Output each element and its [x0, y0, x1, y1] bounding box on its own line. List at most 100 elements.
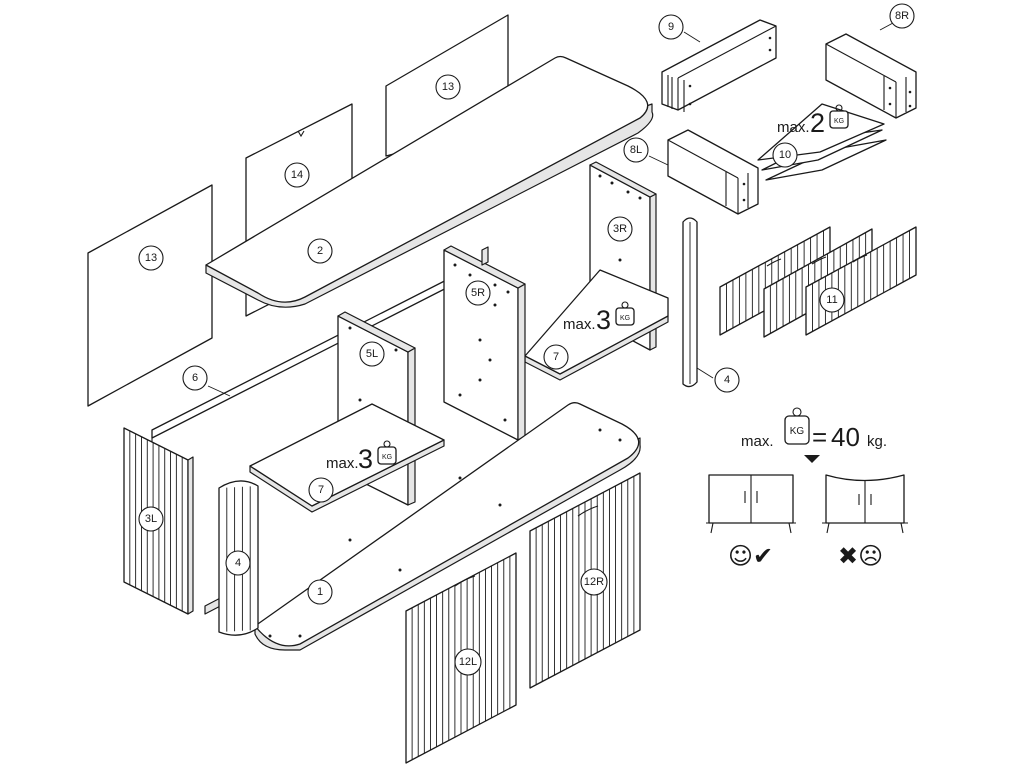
svg-text:kg.: kg.	[867, 433, 887, 450]
shelf-7-left	[249, 403, 445, 513]
svg-text:40: 40	[831, 422, 860, 452]
callout-leader-line	[207, 385, 231, 397]
part-number-label: 7	[318, 484, 324, 496]
part-number-label: 11	[826, 294, 837, 306]
drawer-side-8R	[825, 33, 917, 119]
callout-circle	[543, 344, 569, 370]
callout-circle	[138, 245, 164, 271]
callout-circle	[714, 367, 740, 393]
part-number-label: 8R	[895, 10, 909, 22]
callout-circle	[284, 162, 310, 188]
callout-p4a: 4	[225, 550, 251, 576]
part-number-label: 12R	[584, 576, 604, 588]
part-number-label: 3L	[145, 513, 157, 525]
callout-p3L: 3L	[138, 506, 164, 532]
callout-circle	[580, 568, 608, 596]
svg-text:2: 2	[810, 108, 825, 138]
part-number-label: 3R	[613, 223, 627, 235]
callout-p13b: 13	[435, 74, 461, 100]
callout-circle	[182, 365, 208, 391]
part-number-label: 12L	[459, 656, 477, 668]
part-number-label: 8L	[630, 144, 642, 156]
divider-5R	[443, 245, 526, 441]
part-number-label: 14	[291, 169, 303, 181]
part-number-label: 6	[192, 372, 198, 384]
callout-p11: 11	[819, 287, 845, 313]
load-limit-right-shelf: max. 3 KG	[563, 301, 635, 335]
callout-circle	[454, 648, 482, 676]
cross-frown-icon: ✖☹	[838, 542, 883, 570]
callout-p9: 9	[658, 14, 701, 43]
callout-p3R: 3R	[607, 216, 633, 242]
callout-p7a: 7	[308, 477, 334, 503]
svg-text:=: =	[812, 422, 827, 452]
part-number-label: 4	[235, 557, 241, 569]
callout-circle	[308, 477, 334, 503]
callout-p7b: 7	[543, 344, 569, 370]
part-number-label: 1	[317, 586, 323, 598]
part-number-label: 4	[724, 374, 730, 386]
callout-circle	[435, 74, 461, 100]
callout-circle	[138, 506, 164, 532]
cabinet-ok-illustration: ☺✔	[706, 474, 796, 570]
part-number-label: 7	[553, 351, 559, 363]
callout-p6: 6	[182, 365, 231, 397]
callout-circle	[307, 238, 333, 264]
callout-circle	[307, 579, 333, 605]
part-number-label: 5R	[471, 287, 485, 299]
drawer-side-8L	[667, 129, 759, 215]
smile-check-icon: ☺✔	[728, 542, 773, 570]
callout-circle	[225, 550, 251, 576]
load-limit-drawer: max. 2 KG	[777, 104, 849, 138]
svg-text:max.: max.	[741, 433, 774, 450]
corner-column-4-right	[682, 217, 698, 388]
part-number-label: 13	[442, 81, 454, 93]
callout-circle	[772, 142, 798, 168]
svg-text:max.: max.	[326, 455, 359, 472]
weight-icon: KG	[829, 104, 849, 129]
callout-p13a: 13	[138, 245, 164, 271]
callout-circle	[359, 341, 385, 367]
part-number-label: 13	[145, 252, 157, 264]
callout-p5R: 5R	[465, 280, 491, 306]
cabinet-bad-illustration: ✖☹	[822, 474, 908, 570]
callout-leader-line	[696, 367, 714, 379]
callout-circle	[623, 137, 649, 163]
weight-icon: KG	[615, 301, 635, 326]
back-panel-13-left	[87, 184, 213, 407]
part-callouts: 13 14 13 2 6 3L 4 5L 7 5R 3R 7 4 1 12L 12R 9 8R 8L 10 11	[138, 3, 915, 676]
callout-p12L: 12L	[454, 648, 482, 676]
callout-p5L: 5L	[359, 341, 385, 367]
callout-p1: 1	[307, 579, 333, 605]
drawer-fronts-11	[719, 226, 917, 338]
svg-text:KG: KG	[620, 315, 630, 322]
callout-p2: 2	[307, 238, 333, 264]
arrow-down-icon	[804, 455, 820, 463]
part-number-label: 10	[779, 149, 791, 161]
callout-p14: 14	[284, 162, 310, 188]
callout-p8L: 8L	[623, 137, 669, 166]
callout-leader-line	[648, 155, 669, 166]
part-number-label: 2	[317, 245, 323, 257]
callout-p8R: 8R	[879, 3, 915, 31]
svg-text:max.: max.	[777, 119, 810, 136]
svg-text:max.: max.	[563, 316, 596, 333]
callout-circle	[819, 287, 845, 313]
svg-text:3: 3	[596, 305, 611, 335]
callout-circle	[889, 3, 915, 29]
svg-text:KG: KG	[790, 426, 805, 437]
callout-p10: 10	[772, 142, 798, 168]
callout-circle	[465, 280, 491, 306]
callout-p12R: 12R	[580, 568, 608, 596]
weight-icon: KG	[377, 440, 397, 465]
weight-icon: KG	[784, 407, 810, 445]
load-limit-left-shelf: max. 3 KG	[326, 440, 397, 474]
svg-text:KG: KG	[834, 118, 844, 125]
part-number-label: 9	[668, 21, 674, 33]
total-load-note: max. KG = 40 kg.	[741, 407, 887, 463]
callout-circle	[658, 14, 684, 40]
callout-p4b: 4	[696, 367, 740, 393]
callout-leader-line	[879, 22, 894, 31]
callout-leader-line	[683, 31, 701, 43]
